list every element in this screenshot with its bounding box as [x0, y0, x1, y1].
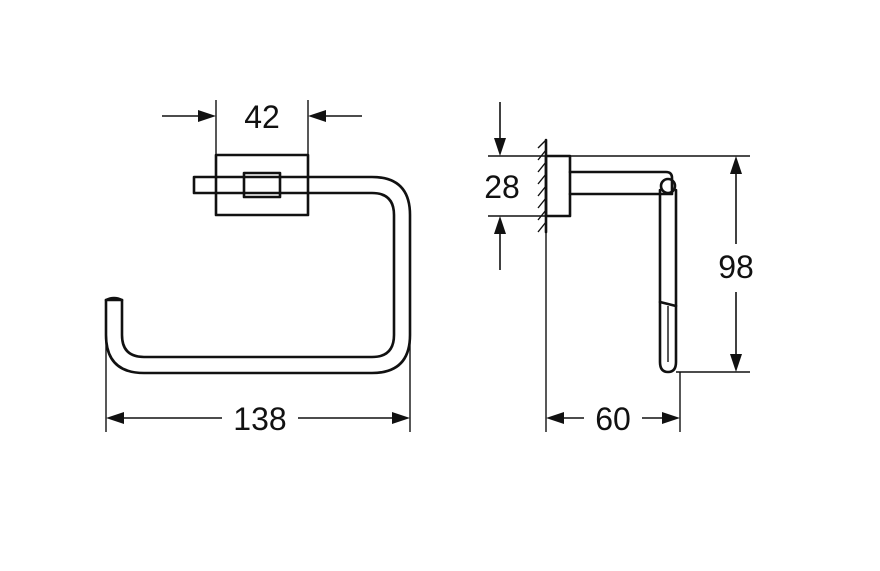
- side-ring-profile: [658, 188, 678, 374]
- dim-98-label: 98: [718, 249, 754, 285]
- front-mount-plate: [214, 153, 310, 217]
- dim-42-label: 42: [244, 99, 280, 135]
- side-wall-hatching: [537, 139, 547, 233]
- dim-28-arrow-top: [494, 138, 506, 156]
- dim-138-arrow-left: [106, 412, 124, 424]
- dim-28-label: 28: [484, 169, 520, 205]
- dim-60-arrow-left: [546, 412, 564, 424]
- front-hook-tip: [104, 296, 124, 302]
- side-pivot: [659, 177, 677, 195]
- dim-60-label: 60: [595, 401, 631, 437]
- dim-138-arrow-right: [392, 412, 410, 424]
- dim-28-arrow-bottom: [494, 216, 506, 234]
- dim-98-arrow-top: [730, 156, 742, 174]
- side-view: 28 98 60: [484, 102, 754, 437]
- side-mount-block: [544, 154, 572, 218]
- dim-60-arrow-right: [662, 412, 680, 424]
- side-ring-tip: [658, 300, 678, 308]
- front-ring-outer: [104, 175, 412, 375]
- dim-138-label: 138: [233, 401, 286, 437]
- front-mount-clip: [242, 171, 282, 199]
- side-arm: [568, 170, 674, 196]
- dim-98-arrow-bottom: [730, 354, 742, 372]
- front-view: 42 138: [104, 99, 412, 437]
- dim-42-arrow-right: [308, 110, 326, 122]
- dim-42-arrow-left: [198, 110, 216, 122]
